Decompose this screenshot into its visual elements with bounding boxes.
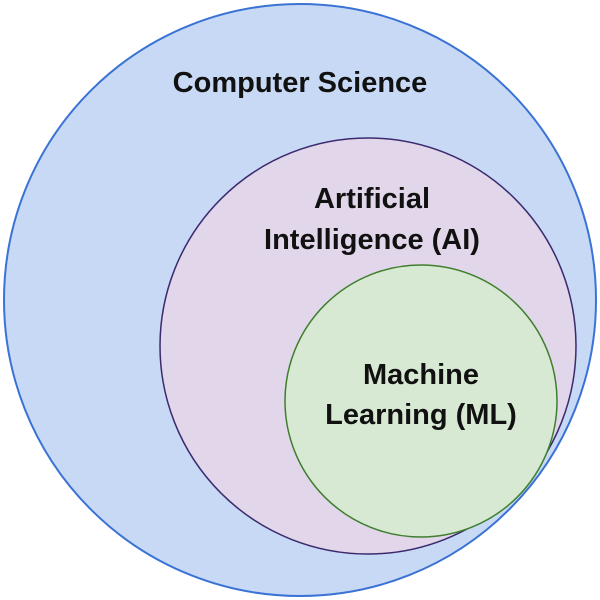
machine-learning-circle [284, 264, 558, 538]
ml-label-line-1: Machine [363, 359, 479, 391]
ai-label-line-2: Intelligence (AI) [264, 224, 480, 256]
ml-label-line-2: Learning (ML) [325, 399, 517, 431]
computer-science-label: Computer Science [173, 67, 428, 99]
ai-label-line-1: Artificial [314, 183, 430, 215]
